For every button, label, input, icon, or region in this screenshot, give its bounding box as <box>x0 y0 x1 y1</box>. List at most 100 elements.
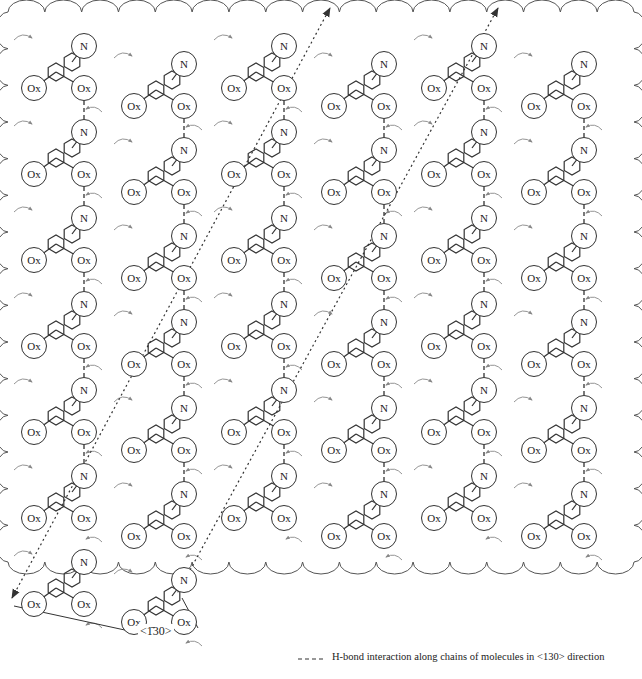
ring-label: Ox <box>177 187 190 198</box>
ring-label-circle: N <box>471 205 497 231</box>
ring-label-circle: N <box>471 291 497 317</box>
ring-label: Ox <box>427 513 440 524</box>
ring-label-circle: Ox <box>121 351 147 377</box>
curved-arrow <box>286 365 302 370</box>
ring-label-circle: Ox <box>21 419 47 445</box>
ring-label: N <box>480 299 488 310</box>
ring-label: Ox <box>327 101 340 112</box>
curved-arrow <box>114 483 132 488</box>
h-bond-line <box>583 463 584 481</box>
h-bond-line <box>83 445 84 463</box>
ring-label: N <box>280 41 288 52</box>
ring-label: Ox <box>77 427 90 438</box>
ring-label-circle: Ox <box>71 333 97 359</box>
ring-label-circle: Ox <box>171 265 197 291</box>
ring-label: Ox <box>477 83 490 94</box>
curved-arrow <box>86 107 102 112</box>
h-bond-line <box>483 273 484 291</box>
curved-arrow <box>314 397 332 402</box>
ring-label-circle: Ox <box>121 265 147 291</box>
ring-label: Ox <box>177 617 190 628</box>
h-bond-line <box>283 273 284 291</box>
ring-label-circle: Ox <box>421 75 447 101</box>
curved-arrow <box>214 207 232 212</box>
curved-arrow <box>586 383 602 388</box>
ring-label: Ox <box>477 341 490 352</box>
ring-label: Ox <box>277 83 290 94</box>
ring-label: N <box>580 231 588 242</box>
h-bond-line <box>383 291 384 309</box>
curved-arrow <box>214 121 232 126</box>
ring-label-circle: Ox <box>71 505 97 531</box>
ring-label: Ox <box>577 273 590 284</box>
h-bond-line <box>383 377 384 395</box>
ring-label-circle: Ox <box>21 333 47 359</box>
ring-label-circle: N <box>71 377 97 403</box>
curved-arrow <box>514 311 532 316</box>
ring-label: Ox <box>27 427 40 438</box>
curved-arrow <box>586 297 602 302</box>
ring-label-circle: Ox <box>171 179 197 205</box>
ring-label: N <box>380 231 388 242</box>
ring-label: Ox <box>127 531 140 542</box>
ring-label: N <box>480 127 488 138</box>
ring-label-circle: N <box>271 205 297 231</box>
ring-label-circle: Ox <box>71 247 97 273</box>
curved-arrow <box>14 551 32 556</box>
ring-label: Ox <box>77 513 90 524</box>
h-bond-line <box>83 359 84 377</box>
ring-label: N <box>80 213 88 224</box>
h-bond-line <box>483 187 484 205</box>
ring-label-circle: Ox <box>421 333 447 359</box>
ring-label: Ox <box>427 83 440 94</box>
ring-label: Ox <box>27 341 40 352</box>
ring-label-circle: N <box>271 291 297 317</box>
ring-label: Ox <box>227 255 240 266</box>
ring-label: Ox <box>27 513 40 524</box>
curved-arrow <box>586 125 602 130</box>
ring-label: N <box>80 471 88 482</box>
ring-label: Ox <box>27 83 40 94</box>
ring-label-circle: Ox <box>371 437 397 463</box>
h-bond-line <box>583 291 584 309</box>
ring-label-circle: Ox <box>421 161 447 187</box>
ring-label: Ox <box>177 359 190 370</box>
h-bond-line <box>183 119 184 137</box>
ring-label: Ox <box>377 273 390 284</box>
ring-label: Ox <box>527 273 540 284</box>
curved-arrow <box>386 125 402 130</box>
ring-label: Ox <box>327 273 340 284</box>
ring-label-circle: Ox <box>271 75 297 101</box>
ring-label-circle: Ox <box>521 265 547 291</box>
ring-label: Ox <box>127 101 140 112</box>
ring-label: Ox <box>427 341 440 352</box>
ring-label-circle: Ox <box>171 351 197 377</box>
curved-arrow <box>186 297 202 302</box>
ring-label-circle: N <box>171 481 197 507</box>
ring-label-circle: N <box>171 309 197 335</box>
curved-arrow <box>414 379 432 384</box>
h-bond-line <box>83 273 84 291</box>
ring-label: N <box>480 41 488 52</box>
curved-arrow <box>14 121 32 126</box>
ring-label: N <box>180 145 188 156</box>
ring-label-circle: Ox <box>471 247 497 273</box>
curved-arrow <box>586 555 602 560</box>
ring-label-circle: N <box>171 137 197 163</box>
curved-arrow <box>286 279 302 284</box>
ring-label: Ox <box>227 513 240 524</box>
ring-label: Ox <box>77 83 90 94</box>
ring-label-circle: N <box>371 137 397 163</box>
h-bond-line <box>483 359 484 377</box>
ring-label: Ox <box>77 169 90 180</box>
h-bond-line <box>583 377 584 395</box>
curved-arrow <box>14 379 32 384</box>
ring-label: N <box>580 59 588 70</box>
ring-label-circle: N <box>371 395 397 421</box>
ring-label: N <box>480 471 488 482</box>
direction-arrow <box>178 8 498 592</box>
ring-label-circle: N <box>471 119 497 145</box>
ring-label-circle: N <box>71 291 97 317</box>
ring-label-circle: N <box>571 137 597 163</box>
curved-arrow <box>314 139 332 144</box>
